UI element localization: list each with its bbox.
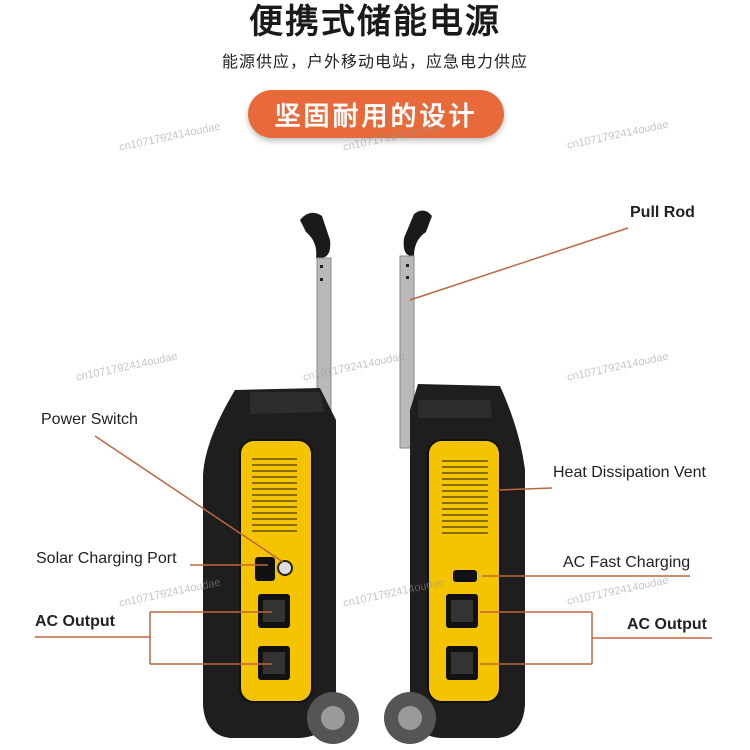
callout-ac-fast: AC Fast Charging: [563, 554, 691, 571]
right-unit: [384, 210, 525, 744]
page-subtitle: 能源供应，户外移动电站，应急电力供应: [221, 52, 528, 71]
feature-badge-label: 坚固耐用的设计: [274, 101, 478, 132]
leader-lines: [35, 227, 712, 665]
feature-badge: 坚固耐用的设计: [248, 90, 504, 138]
callout-ac-output-left: AC Output: [35, 613, 115, 630]
callout-pull-rod: Pull Rod: [630, 204, 695, 221]
page-title: 便携式储能电源: [249, 2, 501, 42]
callout-ac-output-right: AC Output: [627, 616, 707, 633]
callout-power-switch: Power Switch: [41, 411, 138, 428]
callout-heat-vent: Heat Dissipation Vent: [553, 464, 706, 481]
left-unit: [203, 212, 359, 744]
callout-solar-port: Solar Charging Port: [36, 550, 177, 567]
